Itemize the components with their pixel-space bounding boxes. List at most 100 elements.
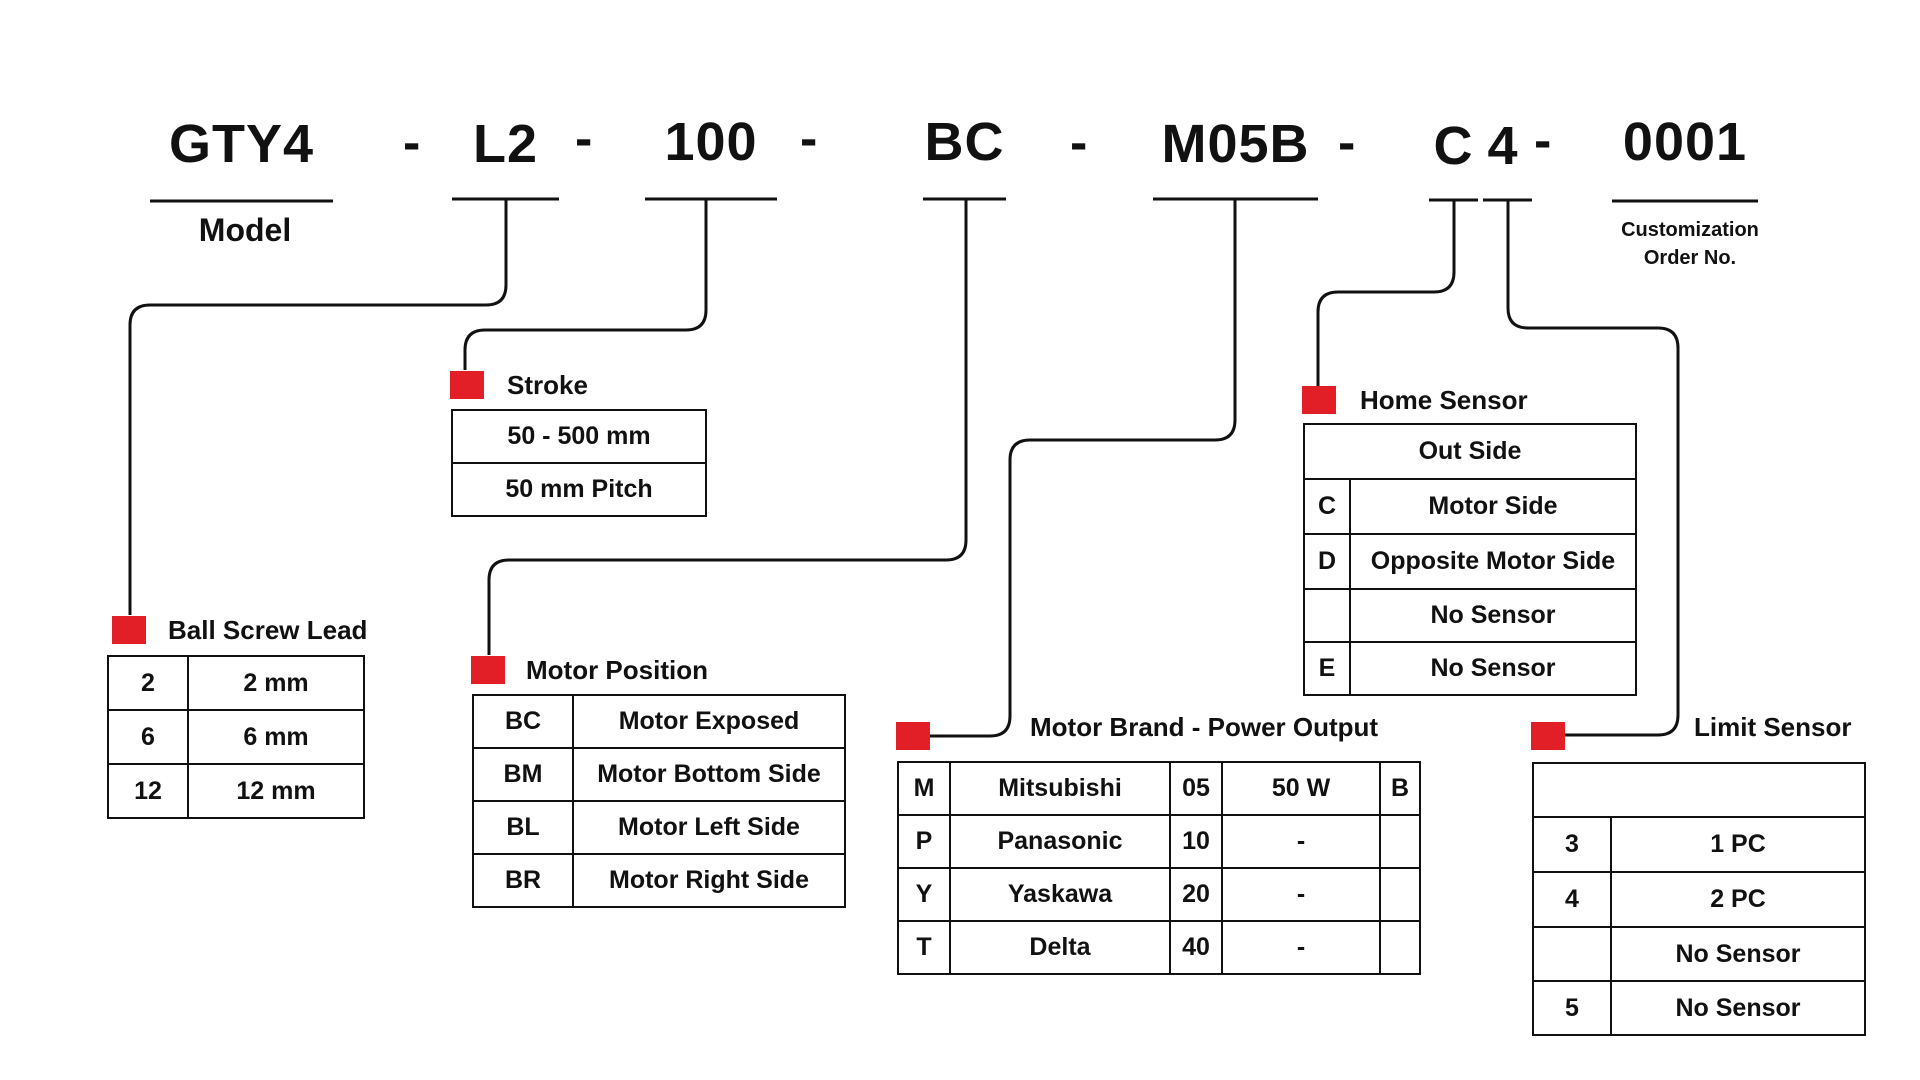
table-row bbox=[1532, 762, 1866, 818]
code-home-sensor: C bbox=[1433, 116, 1474, 176]
b-cell bbox=[1379, 920, 1421, 975]
stroke-marker bbox=[450, 371, 484, 399]
power-code-cell: 10 bbox=[1169, 814, 1223, 869]
ball-screw-lead-title: Ball Screw Lead bbox=[168, 615, 368, 645]
code-cell: 2 bbox=[107, 655, 189, 711]
code-cell: BM bbox=[472, 747, 574, 802]
home-sensor-header: Out Side bbox=[1303, 423, 1637, 480]
home-sensor-marker bbox=[1302, 386, 1336, 414]
table-row: No Sensor bbox=[1303, 588, 1637, 643]
value-cell: 1 PC bbox=[1610, 816, 1866, 873]
value-cell: Motor Exposed bbox=[572, 694, 846, 749]
value-cell: Motor Right Side bbox=[572, 853, 846, 908]
code-cell: 5 bbox=[1532, 980, 1612, 1036]
motor-position-title: Motor Position bbox=[526, 655, 708, 685]
value-cell: 6 mm bbox=[187, 709, 365, 765]
leader-home-sensor bbox=[1316, 200, 1456, 387]
code-cell: 3 bbox=[1532, 816, 1612, 873]
leader-stroke bbox=[463, 199, 708, 370]
table-row: D Opposite Motor Side bbox=[1303, 533, 1637, 590]
leader-limit-sensor bbox=[1506, 200, 1680, 737]
stroke-table: 50 - 500 mm 50 mm Pitch bbox=[451, 409, 707, 517]
table-row: Out Side bbox=[1303, 423, 1637, 480]
b-cell bbox=[1379, 814, 1421, 869]
separator: - bbox=[403, 114, 421, 172]
code-cell: C bbox=[1303, 478, 1351, 535]
separator: - bbox=[1534, 112, 1552, 170]
motor-brand-marker bbox=[896, 722, 930, 750]
code-cell: BL bbox=[472, 800, 574, 855]
power-code-cell: 20 bbox=[1169, 867, 1223, 922]
code-cell: E bbox=[1303, 641, 1351, 696]
leader-lead bbox=[128, 199, 508, 615]
home-sensor-table: Out Side C Motor Side D Opposite Motor S… bbox=[1303, 423, 1637, 696]
brand-cell: Mitsubishi bbox=[949, 761, 1171, 816]
table-row: E No Sensor bbox=[1303, 641, 1637, 696]
limit-sensor-marker bbox=[1531, 722, 1565, 750]
table-row: Y Yaskawa 20 - bbox=[897, 867, 1421, 922]
value-cell: No Sensor bbox=[1610, 980, 1866, 1036]
separator: - bbox=[575, 110, 593, 168]
code-cell: 4 bbox=[1532, 871, 1612, 928]
value-cell: Opposite Motor Side bbox=[1349, 533, 1637, 590]
home-sensor-title: Home Sensor bbox=[1360, 385, 1528, 415]
table-row: C Motor Side bbox=[1303, 478, 1637, 535]
value-cell: No Sensor bbox=[1349, 588, 1637, 643]
code-limit-sensor: 4 bbox=[1487, 116, 1519, 176]
limit-sensor-table: 3 1 PC 4 2 PC No Sensor 5 No Sensor bbox=[1532, 762, 1866, 1036]
power-cell: 50 W bbox=[1221, 761, 1381, 816]
code-cell: 12 bbox=[107, 763, 189, 819]
separator: - bbox=[1070, 114, 1088, 172]
table-row: P Panasonic 10 - bbox=[897, 814, 1421, 869]
b-cell bbox=[1379, 867, 1421, 922]
leader-motor bbox=[930, 199, 1237, 738]
value-cell: 2 PC bbox=[1610, 871, 1866, 928]
ball-screw-lead-marker bbox=[112, 616, 146, 644]
stroke-title: Stroke bbox=[507, 370, 588, 400]
table-row: T Delta 40 - bbox=[897, 920, 1421, 975]
code-cell: M bbox=[897, 761, 951, 816]
value-cell: No Sensor bbox=[1349, 641, 1637, 696]
brand-cell: Panasonic bbox=[949, 814, 1171, 869]
motor-brand-table: M Mitsubishi 05 50 W B P Panasonic 10 - … bbox=[897, 761, 1421, 975]
custom-label-line1: Customization bbox=[1621, 219, 1759, 241]
table-row: No Sensor bbox=[1532, 926, 1866, 982]
code-cell bbox=[1532, 926, 1612, 982]
table-row: 50 - 500 mm bbox=[451, 409, 707, 464]
code-lead: L2 bbox=[472, 114, 539, 174]
code-stroke: 100 bbox=[664, 112, 758, 172]
value-cell: 2 mm bbox=[187, 655, 365, 711]
model-label: Model bbox=[198, 212, 292, 248]
code-cell: Y bbox=[897, 867, 951, 922]
brand-cell: Delta bbox=[949, 920, 1171, 975]
motor-brand-title: Motor Brand - Power Output bbox=[1030, 712, 1379, 742]
code-cell: T bbox=[897, 920, 951, 975]
code-motor: M05B bbox=[1161, 114, 1310, 174]
code-cell: P bbox=[897, 814, 951, 869]
limit-sensor-title: Limit Sensor bbox=[1694, 712, 1852, 742]
brand-cell: Yaskawa bbox=[949, 867, 1171, 922]
code-model: GTY4 bbox=[168, 114, 315, 174]
b-cell: B bbox=[1379, 761, 1421, 816]
power-code-cell: 05 bbox=[1169, 761, 1223, 816]
stroke-range-cell: 50 - 500 mm bbox=[451, 409, 707, 464]
custom-label-line2: Order No. bbox=[1643, 247, 1737, 269]
value-cell: 12 mm bbox=[187, 763, 365, 819]
value-cell: Motor Side bbox=[1349, 478, 1637, 535]
power-cell: - bbox=[1221, 867, 1381, 922]
power-cell: - bbox=[1221, 814, 1381, 869]
code-cell: BC bbox=[472, 694, 574, 749]
code-cell bbox=[1303, 588, 1351, 643]
separator: - bbox=[1338, 114, 1356, 172]
power-code-cell: 40 bbox=[1169, 920, 1223, 975]
